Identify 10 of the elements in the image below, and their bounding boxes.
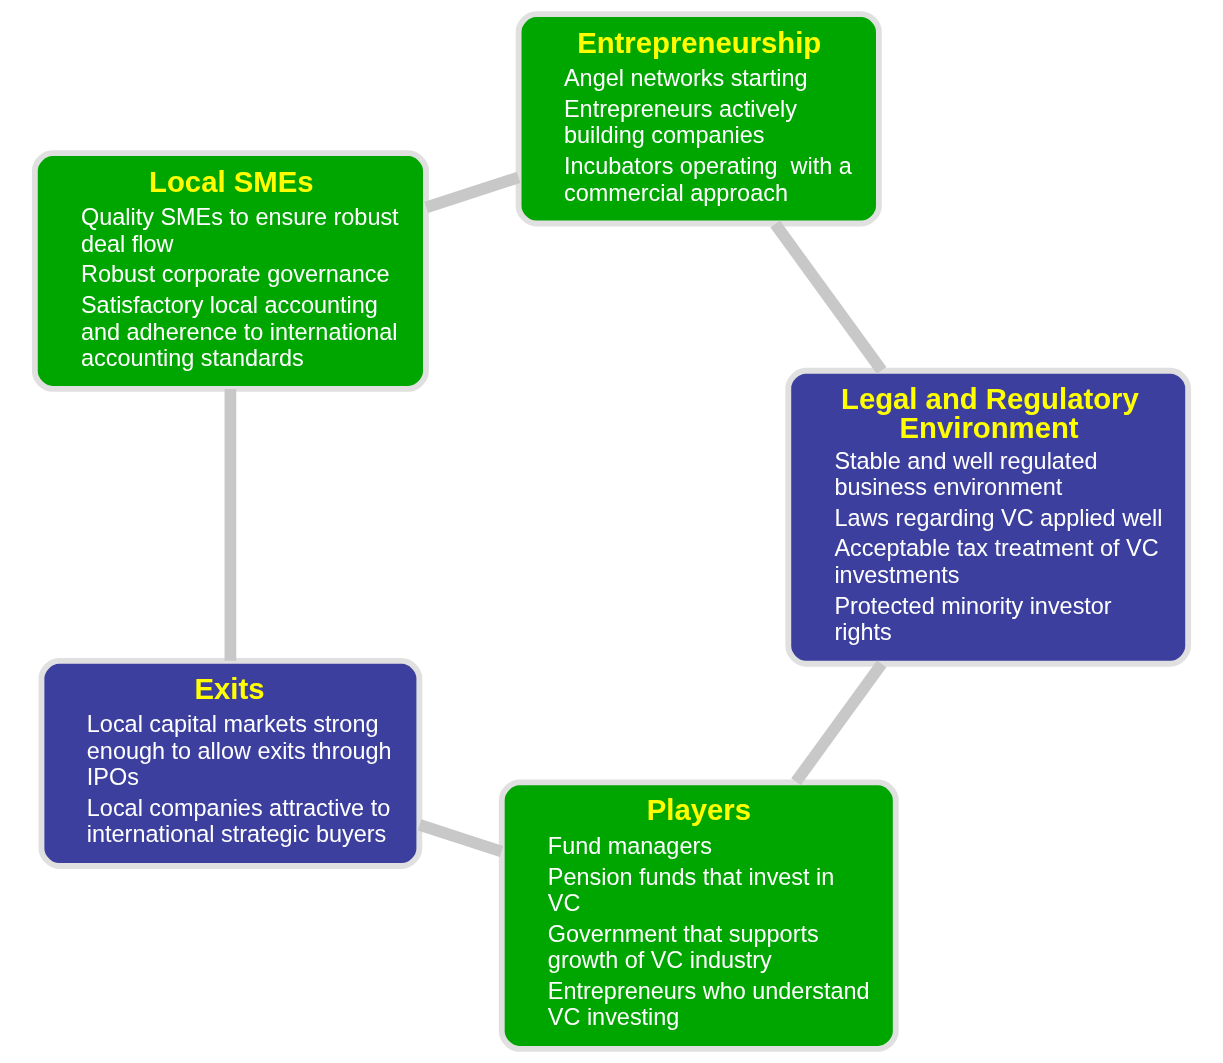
node-box: Exits Local capital markets strong enough to allow exits through IPOs Local companies attractive to international strategic buyers — [38, 658, 423, 869]
connector — [770, 220, 887, 374]
connector — [224, 389, 237, 661]
connector — [424, 171, 521, 213]
node-box: Entrepreneurship Angel networks starting Entrepreneurs actively building companies Incubators operating with a commercial approach — [515, 11, 882, 227]
node-box: Legal and Regulatory Environment Stable and well regulated business environment Laws regarding VC applied well Acceptable tax treatment of VC investments Protected minority investor rights — [785, 367, 1192, 667]
connector — [791, 660, 887, 786]
node-box: Local SMEs Quality SMEs to ensure robust deal flow Robust corporate governance Satisfactory local accounting and adherence to international accounting standards — [31, 150, 429, 392]
node-box: Players Fund managers Pension funds that invest in VC Government that supports growth of VC industry Entrepreneurs who understand VC investing — [498, 779, 899, 1052]
connector — [417, 819, 504, 858]
